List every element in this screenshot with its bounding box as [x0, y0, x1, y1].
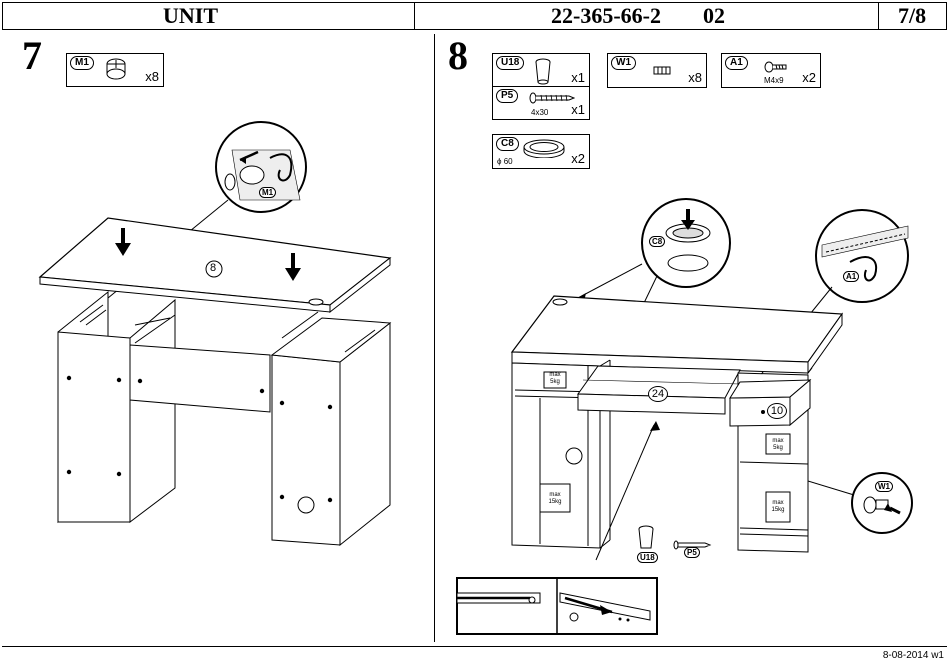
foot-label-u18: U18	[637, 552, 658, 563]
part-quantity: x2	[802, 70, 816, 85]
screw-label-p5: P5	[684, 547, 700, 558]
footer-date: 8-08-2014 w1	[882, 650, 944, 661]
panel-number: 8	[210, 262, 217, 274]
cam-lock-icon	[106, 58, 126, 80]
callout-label-w1: W1	[875, 481, 893, 492]
load-max-text: max	[772, 500, 784, 506]
footer-rule	[2, 646, 947, 647]
part-quantity: x8	[688, 70, 702, 85]
part-code: P5	[496, 89, 519, 103]
header-divider	[414, 3, 415, 29]
load-value: 15kg	[771, 507, 785, 513]
drawer-label: 10	[767, 403, 787, 419]
page-number: 7/8	[898, 3, 927, 28]
cable-grommet-icon	[523, 139, 565, 158]
part-code: M1	[70, 56, 94, 70]
product-version: 02	[703, 3, 725, 28]
step-divider	[434, 34, 435, 642]
part-box-c8: C8 ϕ 60 x2	[492, 134, 590, 169]
load-limit-badge: max 5kg	[766, 438, 790, 452]
step-number-7: 7	[22, 33, 42, 78]
step7-desk-drawing	[38, 121, 392, 547]
part-quantity: x2	[571, 151, 585, 166]
product-code: 22-365-66-2	[551, 3, 661, 28]
part-code: U18	[496, 56, 525, 70]
document-title: UNIT	[163, 3, 219, 28]
dowel-pin-icon	[653, 66, 671, 75]
part-box-u18: U18 x1	[492, 53, 590, 88]
header-divider	[878, 3, 879, 29]
load-max-text: max	[549, 492, 561, 498]
step-number-8: 8	[448, 33, 468, 78]
part-code: W1	[611, 56, 636, 70]
furniture-foot-icon	[535, 58, 551, 85]
screw-icon	[764, 61, 787, 73]
step8-desk-drawing	[456, 198, 913, 635]
part-size: 4x30	[531, 108, 549, 117]
load-max-text: max	[772, 438, 784, 444]
callout-label-a1: A1	[843, 271, 860, 282]
part-code: A1	[725, 56, 748, 70]
load-limit-badge: max 15kg	[540, 492, 570, 506]
part-box-m1: M1 x8	[66, 53, 164, 87]
wood-screw-icon	[529, 92, 575, 104]
part-quantity: x1	[571, 102, 585, 117]
header-bar: UNIT 22-365-66-2 02 7/8	[2, 2, 947, 30]
callout-label-m1: M1	[259, 187, 277, 198]
callout-label-c8: C8	[649, 236, 666, 247]
part-quantity: x1	[571, 70, 585, 85]
load-limit-badge: max 5kg	[544, 372, 566, 386]
part-box-a1: A1 M4x9 x2	[721, 53, 821, 88]
load-limit-badge: max 15kg	[766, 500, 790, 514]
load-value: 5kg	[550, 379, 560, 385]
load-value: 15kg	[548, 499, 562, 505]
part-box-p5: P5 4x30 x1	[492, 86, 590, 120]
part-size: M4x9	[764, 76, 784, 85]
part-code: C8	[496, 137, 519, 151]
part-quantity: x8	[145, 69, 159, 84]
part-size: ϕ 60	[497, 157, 513, 166]
load-value: 5kg	[773, 445, 783, 451]
keyboard-tray-label: 24	[648, 386, 668, 402]
part-box-w1: W1 x8	[607, 53, 707, 88]
load-max-text: max	[549, 372, 561, 378]
